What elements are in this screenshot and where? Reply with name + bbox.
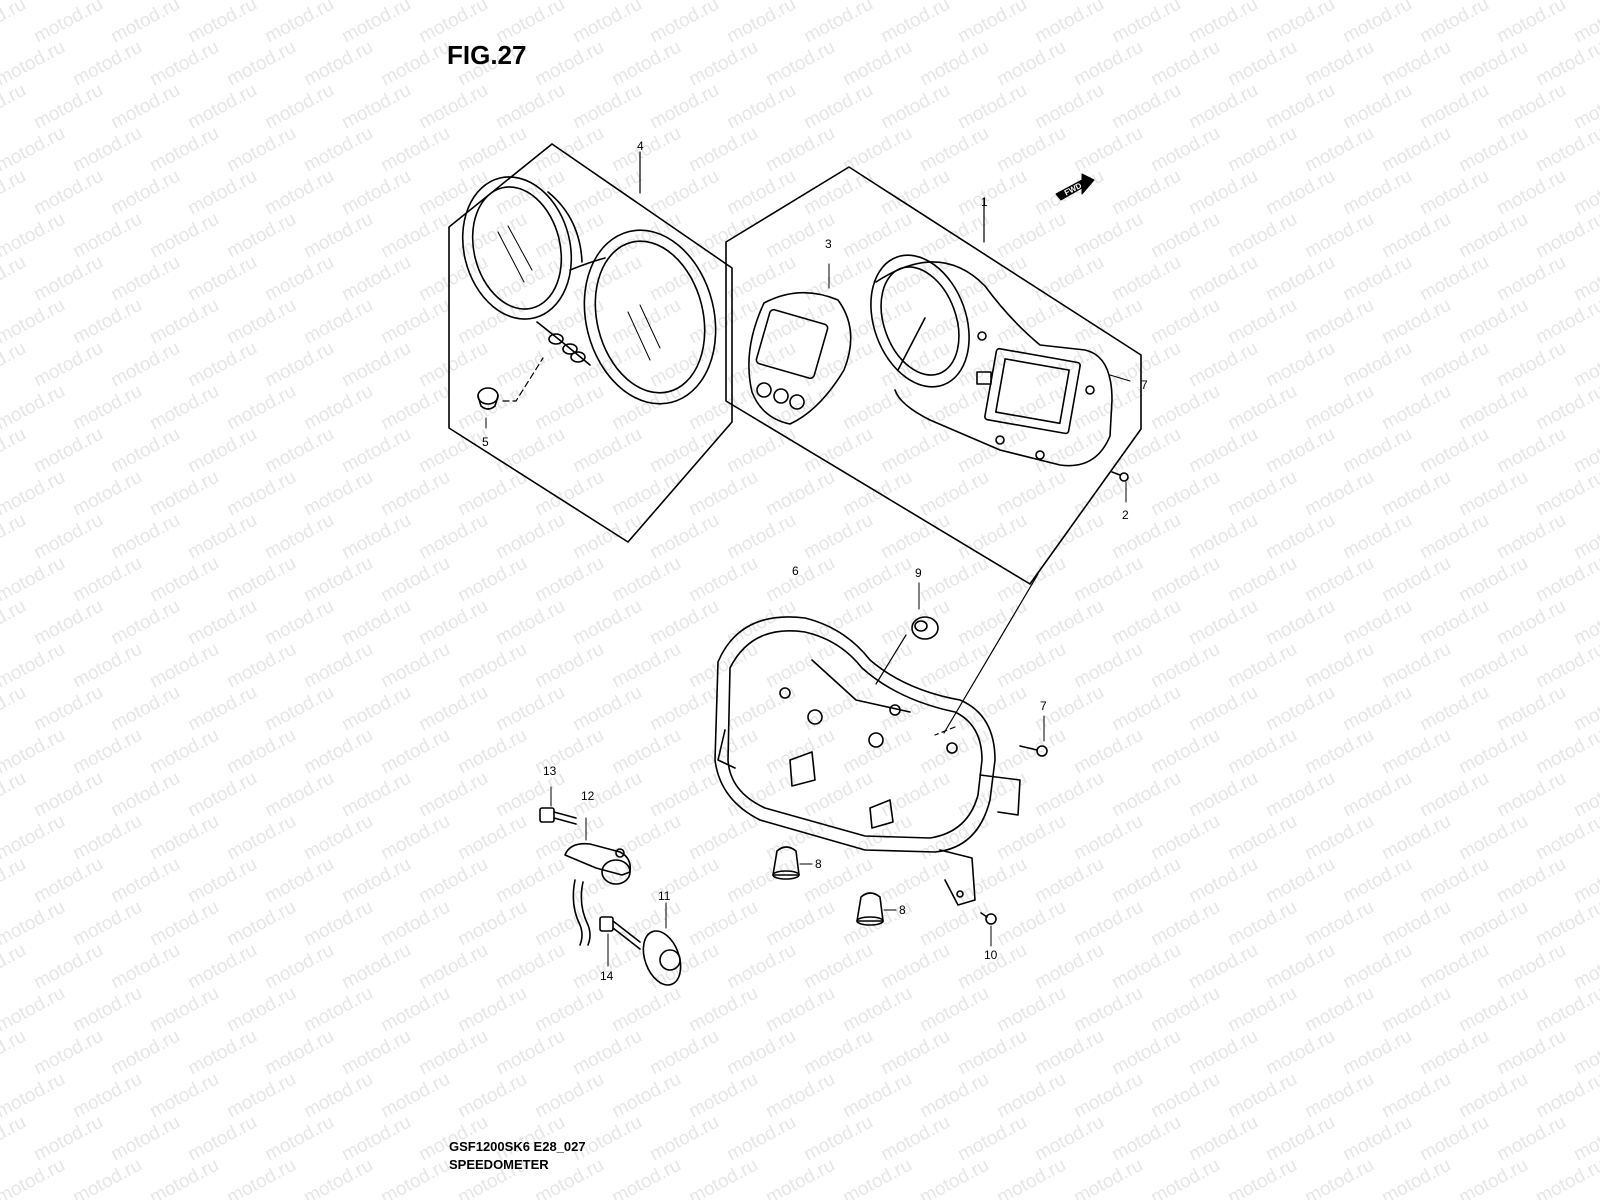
callout-9: 9 (915, 566, 922, 580)
screw-10 (980, 912, 997, 947)
meter-assembly (870, 254, 1131, 467)
part-1-enclosure (725, 166, 1142, 585)
meter-cover-lens (461, 176, 717, 405)
rotor (642, 902, 682, 986)
callout-4: 4 (637, 139, 644, 153)
callout-3: 3 (825, 237, 832, 251)
callout-1: 1 (981, 195, 988, 209)
callout-14: 14 (600, 969, 614, 983)
screw-7-lower (1019, 715, 1048, 757)
section-name: SPEEDOMETER (449, 1157, 549, 1172)
cushion-lower (856, 892, 897, 926)
callout-8-upper: 8 (815, 857, 822, 871)
callout-11: 11 (658, 889, 671, 903)
bolt-14 (599, 916, 641, 967)
callout-7-lower: 7 (1040, 699, 1047, 713)
callout-5: 5 (482, 435, 489, 449)
callout-13: 13 (543, 764, 557, 778)
callout-6: 6 (792, 564, 799, 578)
callout-10: 10 (984, 948, 998, 962)
screw-2 (1111, 471, 1129, 503)
bolt-13 (539, 786, 577, 825)
leader-line-assembly (943, 573, 1039, 734)
callout-7-upper: 7 (1141, 378, 1148, 392)
part-4-enclosure (448, 143, 733, 543)
meter-case (714, 616, 1021, 906)
figure-title: FIG.27 (447, 40, 527, 70)
rubber-plug (477, 357, 544, 429)
callout-8-lower: 8 (899, 903, 906, 917)
grommet (875, 582, 939, 685)
callout-12: 12 (581, 789, 595, 803)
callout-2: 2 (1122, 508, 1129, 522)
fwd-arrow-icon: FWD (1055, 173, 1095, 201)
model-code: GSF1200SK6 E28_027 (449, 1139, 586, 1154)
display-panel (748, 263, 852, 425)
sensor (564, 817, 632, 946)
cushion-upper (772, 846, 813, 880)
